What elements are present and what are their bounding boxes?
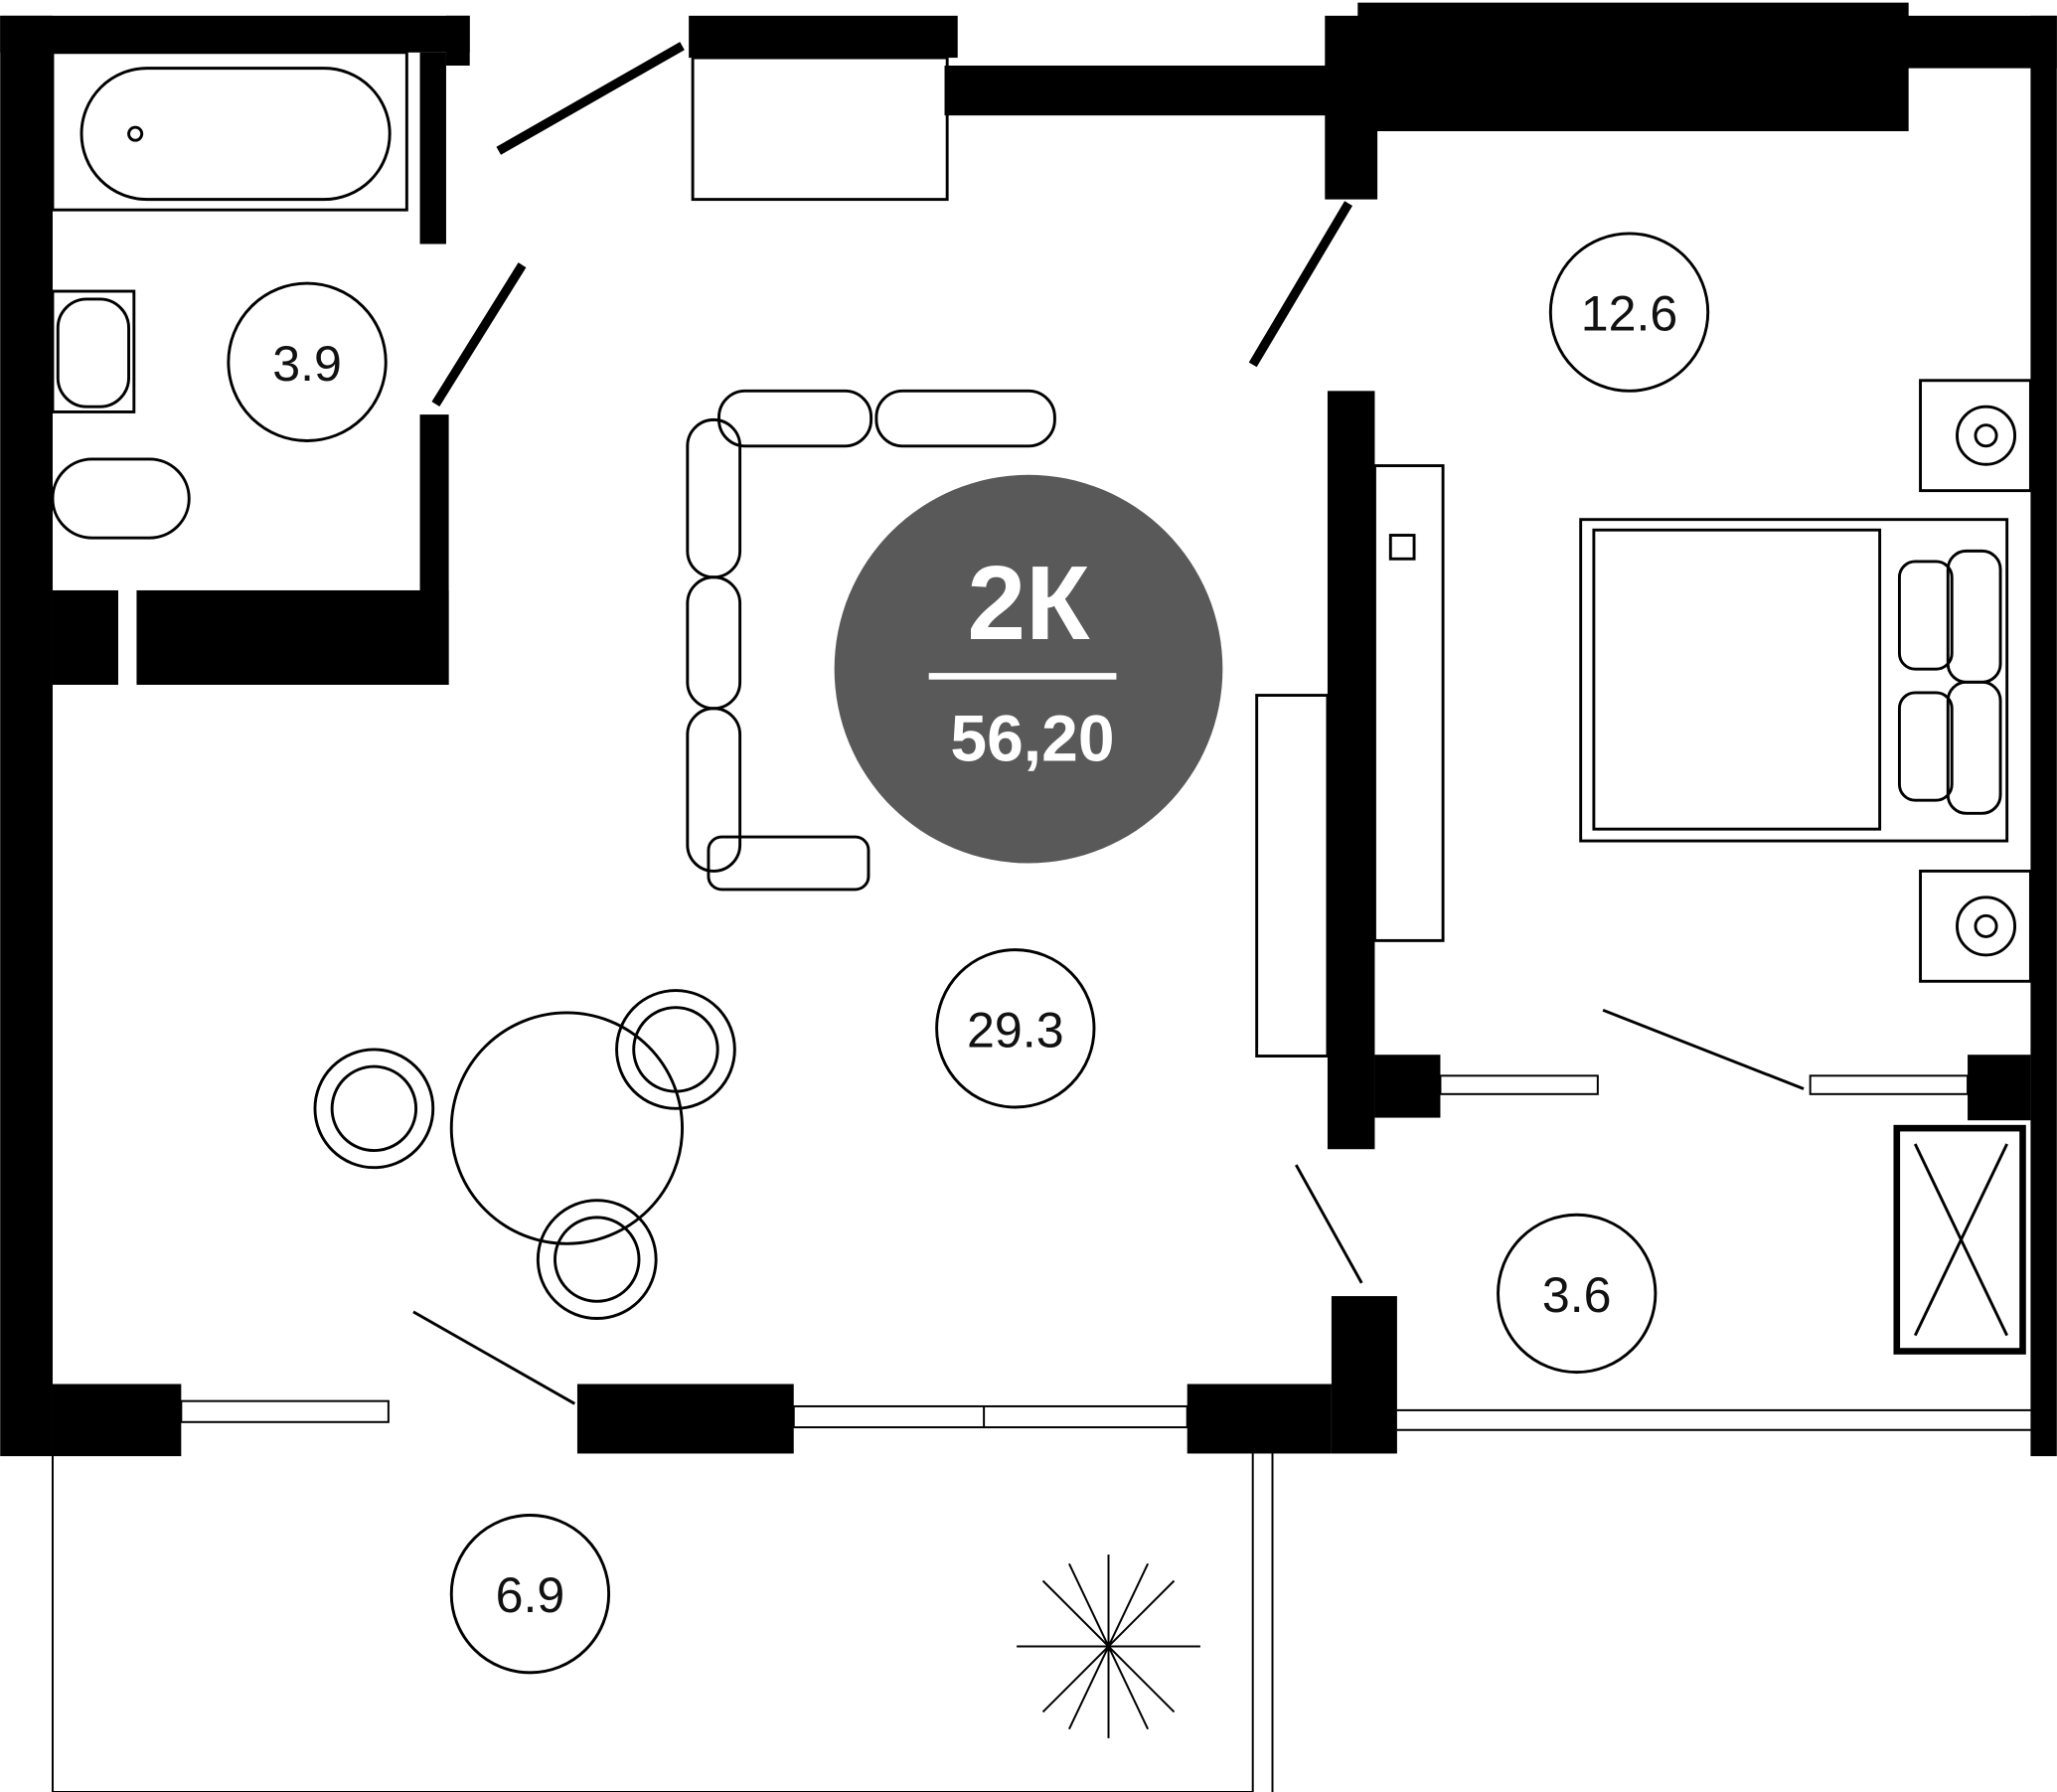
svg-text:56,20: 56,20 — [950, 702, 1114, 775]
room-labels: 3.9 12.6 29.3 3.6 6.9 — [227, 232, 1710, 1675]
room-living-area: 29.3 — [935, 948, 1096, 1109]
room-balcony-area: 6.9 — [449, 1514, 611, 1675]
svg-text:6.9: 6.9 — [496, 1567, 565, 1623]
room-hallway-area: 3.6 — [1497, 1213, 1658, 1375]
room-bedroom-area: 12.6 — [1548, 232, 1710, 393]
room-bathroom-area: 3.9 — [227, 281, 388, 442]
furniture — [51, 51, 2032, 1738]
svg-text:3.6: 3.6 — [1542, 1267, 1612, 1323]
svg-text:12.6: 12.6 — [1581, 286, 1678, 342]
windows-doors — [51, 42, 2031, 1792]
svg-text:2К: 2К — [967, 545, 1090, 662]
svg-text:29.3: 29.3 — [967, 1002, 1064, 1058]
walls — [0, 2, 2057, 1457]
apartment-badge: 2К 56,20 — [834, 474, 1223, 864]
plant-icon — [1017, 1554, 1200, 1738]
svg-text:3.9: 3.9 — [272, 336, 342, 392]
